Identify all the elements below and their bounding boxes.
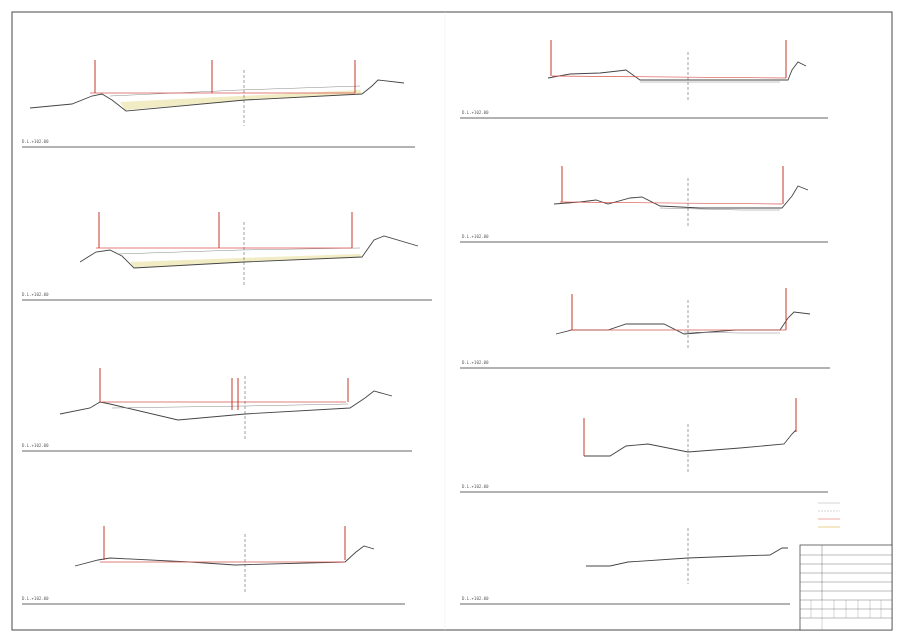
cross-section-9: D.L.+102.00 [460, 528, 790, 605]
legend [818, 502, 840, 528]
datum-label: D.L.+102.00 [22, 139, 49, 144]
title-block [799, 544, 893, 631]
cross-section-4: D.L.+102.00 [22, 526, 405, 605]
cross-section-3: D.L.+102.00 [22, 368, 412, 452]
design-profile [683, 331, 780, 334]
cross-section-7: D.L.+102.00 [460, 288, 830, 369]
cross-section-5: D.L.+102.00 [460, 40, 828, 119]
ground-profile [29, 79, 405, 112]
cross-section-6: D.L.+102.00 [460, 166, 828, 243]
cross-section-2: D.L.+102.00 [22, 212, 432, 301]
ground-profile [584, 429, 797, 457]
datum-label: D.L.+102.00 [462, 234, 489, 239]
ground-profile [79, 235, 419, 269]
sheet-frame [11, 11, 893, 631]
design-profile [117, 247, 361, 255]
datum-label: D.L.+102.00 [462, 110, 489, 115]
design-profile [109, 85, 361, 97]
water-level-line [559, 201, 783, 205]
design-profile [659, 207, 780, 211]
cross-section-8: D.L.+102.00 [460, 398, 828, 493]
cross-section-1: D.L.+102.00 [22, 60, 415, 148]
design-profile [111, 403, 349, 409]
datum-label: D.L.+102.00 [462, 596, 489, 601]
ground-profile [74, 545, 375, 567]
datum-label: D.L.+102.00 [22, 596, 49, 601]
datum-label: D.L.+102.00 [462, 360, 489, 365]
ground-profile [555, 311, 811, 335]
water-level-line [551, 75, 787, 79]
ground-profile [547, 61, 807, 81]
datum-label: D.L.+102.00 [22, 292, 49, 297]
ground-profile [59, 390, 393, 421]
ground-profile [553, 185, 809, 209]
ground-profile [586, 547, 788, 567]
datum-label: D.L.+102.00 [462, 484, 489, 489]
excavation-hatch [130, 254, 362, 268]
datum-label: D.L.+102.00 [22, 443, 49, 448]
